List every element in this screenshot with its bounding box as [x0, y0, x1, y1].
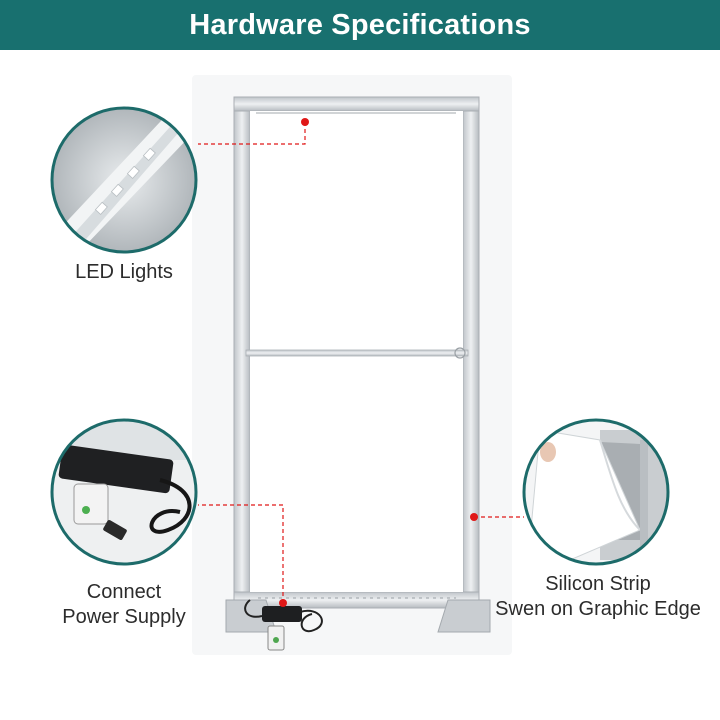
- leader-dots: [279, 118, 478, 607]
- power-adapter-base: [244, 599, 323, 651]
- led-strip-closeup-icon: [50, 106, 198, 254]
- power-supply-label: Connect Power Supply: [62, 581, 186, 628]
- header-bar: Hardware Specifications: [0, 0, 720, 50]
- leader-lines: [198, 122, 524, 603]
- led-lights-label: LED Lights: [75, 261, 173, 283]
- silicon-edge-closeup-icon: [522, 418, 670, 566]
- page-title: Hardware Specifications: [189, 8, 531, 41]
- power-adapter-closeup-icon: [50, 418, 198, 566]
- display-frame: [233, 96, 480, 618]
- silicon-strip-label: Silicon Strip Swen on Graphic Edge: [495, 573, 701, 620]
